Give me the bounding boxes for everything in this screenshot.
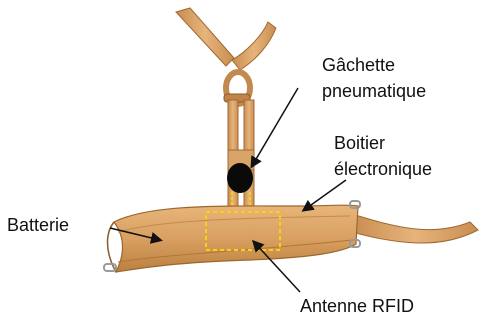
label-electronic-box: Boitier électronique [334,130,432,182]
vertical-strap [228,100,254,212]
right-strap [352,214,478,243]
label-line: Boitier [334,130,432,156]
label-line: pneumatique [322,78,426,104]
label-rfid-antenna: Antenne RFID [300,293,414,319]
arrow-gachette [252,88,298,166]
label-pneumatic-trigger: Gâchette pneumatique [322,52,426,104]
pneumatic-trigger [227,163,253,193]
top-loop-strap [176,8,276,104]
label-line: Gâchette [322,52,426,78]
label-battery: Batterie [7,212,69,238]
label-line: électronique [334,156,432,182]
belt-body [108,205,359,272]
